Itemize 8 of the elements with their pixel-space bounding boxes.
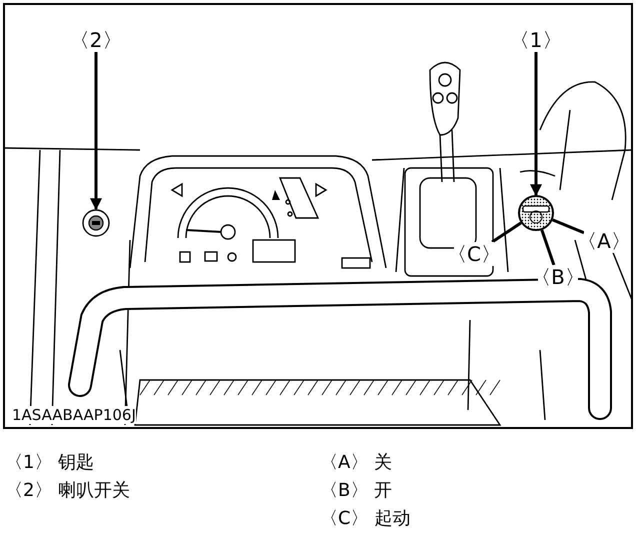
- callout-number: 〈C〉: [454, 242, 494, 266]
- leader-line: [540, 230, 556, 266]
- leader-line: [552, 218, 585, 234]
- arrow: [530, 52, 542, 196]
- callout-number: 〈B〉: [538, 265, 578, 289]
- figure-code: 1ASAABAAP106J: [12, 406, 136, 424]
- leader-line: [491, 222, 522, 244]
- arrow: [90, 52, 102, 210]
